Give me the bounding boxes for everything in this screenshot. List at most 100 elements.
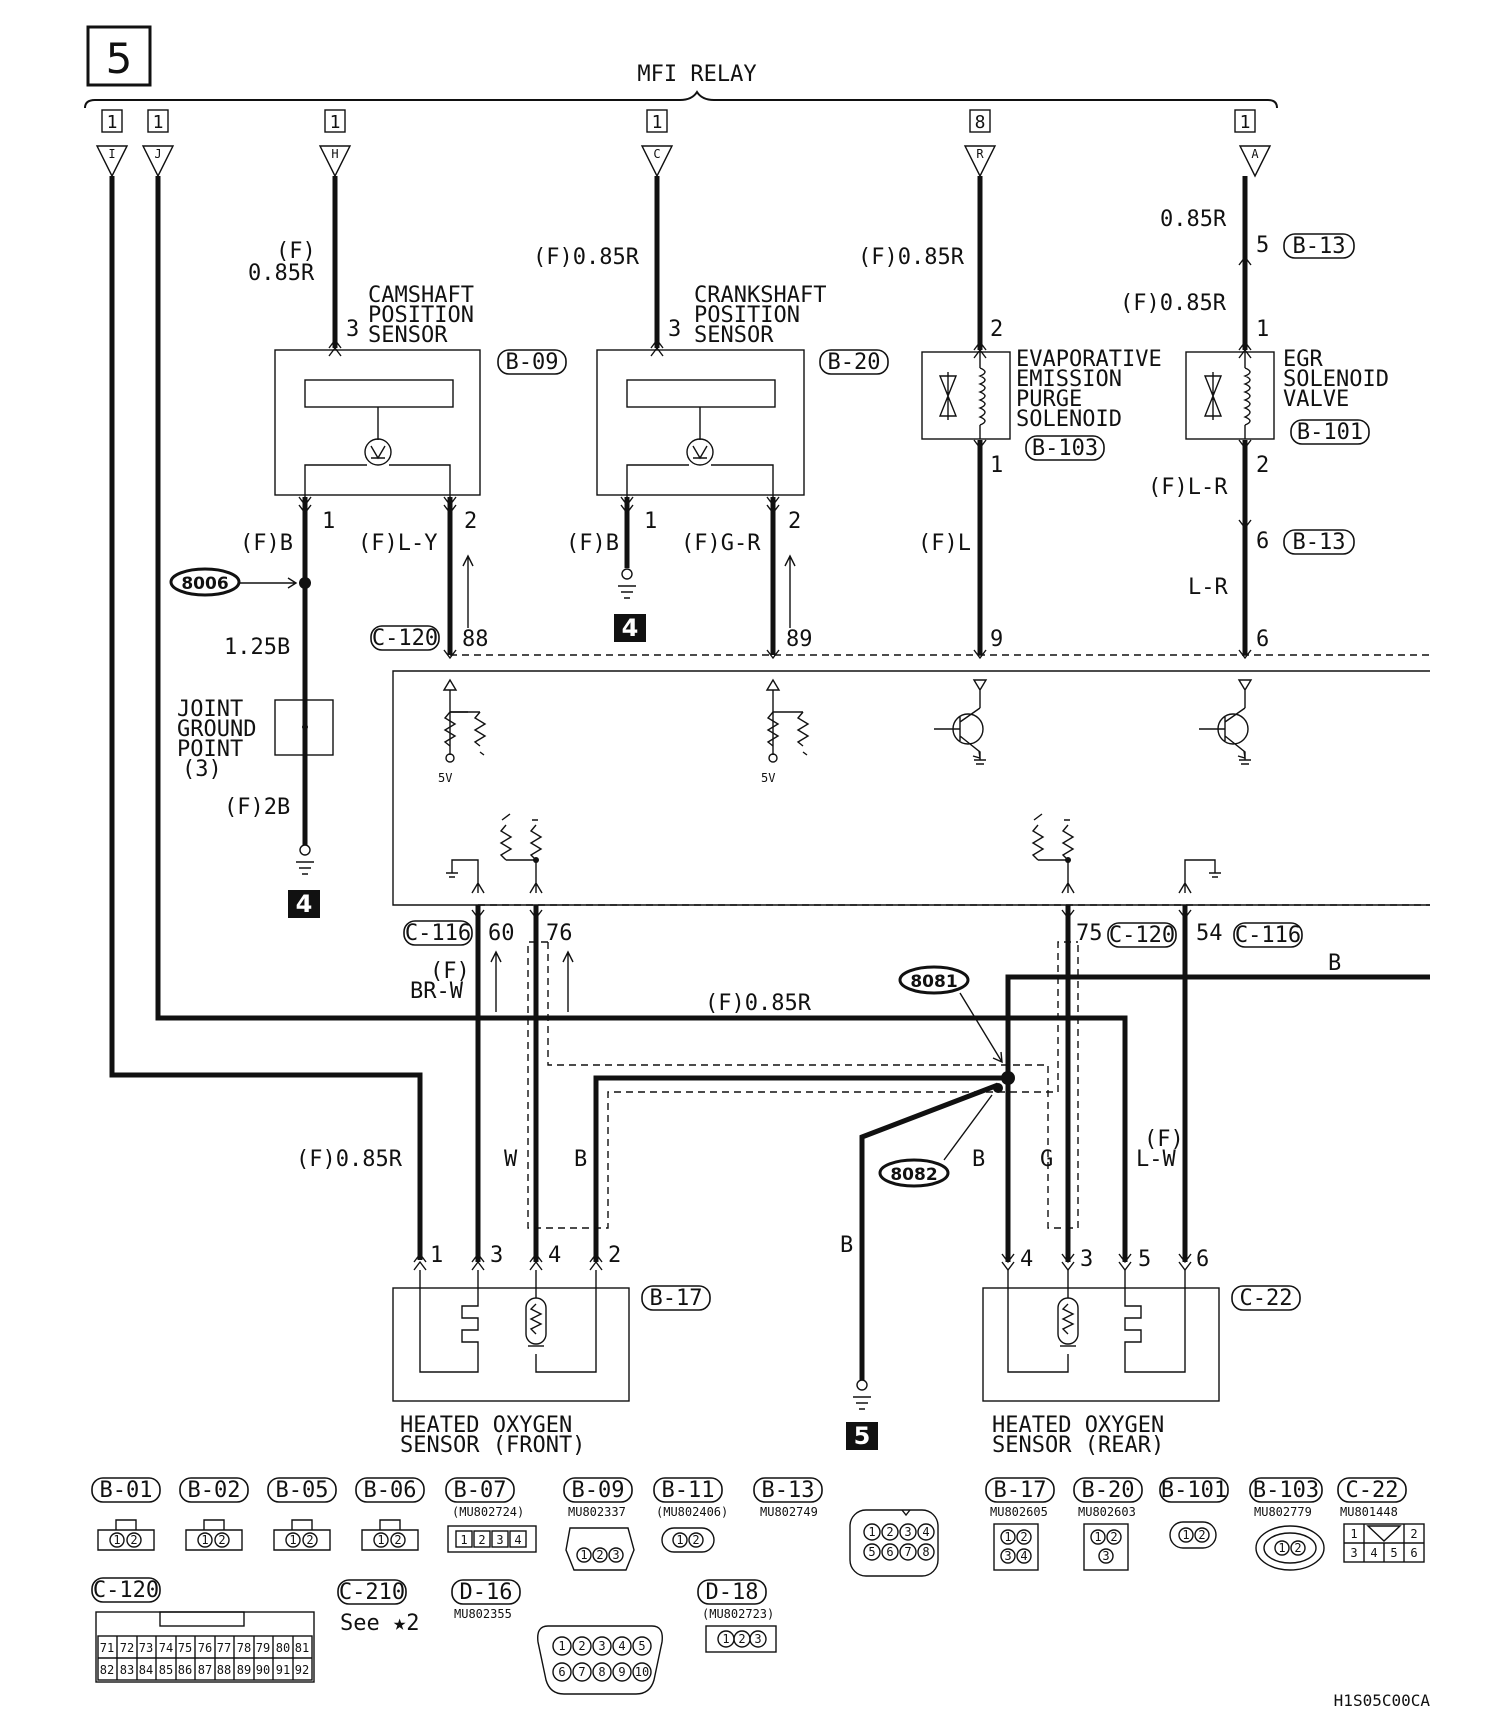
svg-text:MU801448: MU801448 <box>1340 1505 1398 1519</box>
connector-tag-b103: B-103 <box>1025 435 1105 461</box>
svg-text:9: 9 <box>990 627 1003 652</box>
svg-text:2: 2 <box>1020 1530 1027 1544</box>
joint-label-4: (3) <box>182 757 222 782</box>
splice-8082-dot <box>993 1083 1003 1093</box>
svg-text:B-103: B-103 <box>1032 436 1098 461</box>
lbl-front-heater: BR-W <box>410 979 464 1004</box>
splice-8081-label: 8081 <box>910 972 957 992</box>
relay-terminal-group: 1 I 1 J 1 H 1 C 8 R <box>95 109 1272 178</box>
svg-text:5: 5 <box>1138 1247 1151 1272</box>
crank-label-3: SENSOR <box>694 323 774 348</box>
svg-text:C-120: C-120 <box>1109 923 1175 948</box>
svg-text:B-13: B-13 <box>1293 530 1346 555</box>
splice-8006-arrow <box>236 577 298 589</box>
svg-text:MU802337: MU802337 <box>568 1505 626 1519</box>
svg-text:2: 2 <box>608 1243 621 1268</box>
svg-text:78: 78 <box>237 1641 251 1655</box>
svg-text:1: 1 <box>113 1533 120 1547</box>
svg-text:1: 1 <box>868 1525 875 1539</box>
legend-b11: B-11 <box>653 1477 723 1503</box>
svg-text:C-210: C-210 <box>339 1580 405 1605</box>
legend-d18: D-18 <box>697 1579 767 1605</box>
svg-text:B-01: B-01 <box>100 1478 153 1503</box>
svg-text:91: 91 <box>276 1663 290 1677</box>
svg-text:3: 3 <box>1350 1546 1357 1560</box>
svg-text:2: 2 <box>218 1533 225 1547</box>
svg-text:B-17: B-17 <box>994 1478 1047 1503</box>
svg-text:3: 3 <box>346 317 359 342</box>
connector-tag-c116a: C-116 <box>403 920 473 946</box>
connector-legend: B-01 1 2 B-02 1 2 B-05 1 2 B-06 <box>91 1477 1425 1695</box>
svg-text:79: 79 <box>256 1641 270 1655</box>
crankshaft-sensor <box>596 349 805 497</box>
svg-text:MU802355: MU802355 <box>454 1607 512 1621</box>
legend-b101: B-101 <box>1159 1477 1229 1503</box>
evap-label-2: EMISSION <box>1016 367 1122 392</box>
evap-purge-solenoid <box>921 351 1011 440</box>
lbl-front-w: W <box>504 1147 518 1172</box>
relay-terminal-j: 1 J <box>141 109 175 178</box>
svg-text:C: C <box>653 147 660 161</box>
legend-b06-shape <box>361 1519 419 1551</box>
legend-b05-shape <box>273 1519 331 1551</box>
svg-text:75: 75 <box>178 1641 192 1655</box>
ground-ref-3: 5 <box>854 1422 871 1450</box>
evap-label-4: SOLENOID <box>1016 407 1122 432</box>
svg-text:I: I <box>108 147 115 161</box>
legend-c120-cells: 71 72 73 74 75 76 77 78 79 80 81 82 83 8… <box>100 1636 309 1680</box>
connector-tag-b13a: B-13 <box>1283 233 1355 259</box>
svg-text:C-116: C-116 <box>405 921 471 946</box>
connector-tag-b20: B-20 <box>819 349 889 375</box>
wire-front-pin2 <box>593 1075 1005 1262</box>
splice-8081-tag <box>898 965 970 995</box>
svg-text:1: 1 <box>430 1243 443 1268</box>
flow-arrow-3 <box>490 950 502 1012</box>
svg-text:D-16: D-16 <box>460 1580 513 1605</box>
connector-tag-c120a: C-120 <box>370 625 440 651</box>
svg-text:3: 3 <box>1004 1549 1011 1563</box>
flow-arrow-4 <box>562 950 574 1012</box>
joint-ground-point <box>274 699 334 756</box>
legend-b02: B-02 <box>179 1477 249 1503</box>
svg-text:B-05: B-05 <box>276 1478 329 1503</box>
splice-8082-tag <box>878 1158 950 1188</box>
joint-label-2: GROUND <box>177 717 256 742</box>
connector-tag-b09: B-09 <box>497 349 567 375</box>
joint-ground-dot <box>302 724 308 730</box>
svg-text:9: 9 <box>618 1665 625 1679</box>
svg-text:3: 3 <box>612 1548 619 1562</box>
ecu-block: 5V 5V <box>392 670 1430 906</box>
svg-text:2: 2 <box>1294 1541 1301 1555</box>
svg-text:B-103: B-103 <box>1253 1478 1319 1503</box>
svg-text:73: 73 <box>139 1641 153 1655</box>
legend-c210: C-210 <box>337 1579 407 1605</box>
svg-text:6: 6 <box>1410 1546 1417 1560</box>
svg-text:83: 83 <box>120 1663 134 1677</box>
svg-text:1: 1 <box>153 112 164 133</box>
egr-label-1: EGR <box>1283 347 1323 372</box>
svg-text:8: 8 <box>598 1665 605 1679</box>
svg-text:89: 89 <box>237 1663 251 1677</box>
relay-terminal-i: 1 I <box>95 109 129 178</box>
lbl-rear-g: G <box>1040 1147 1053 1172</box>
svg-text:MU802749: MU802749 <box>760 1505 818 1519</box>
svg-text:2: 2 <box>578 1639 585 1653</box>
svg-text:C-116: C-116 <box>1235 923 1301 948</box>
lbl-rear-lw: L-W <box>1136 1147 1176 1172</box>
svg-text:C-22: C-22 <box>1346 1478 1399 1503</box>
svg-text:3: 3 <box>754 1632 761 1646</box>
svg-text:1: 1 <box>1350 1527 1357 1541</box>
rear-o2-label-1: HEATED OXYGEN <box>992 1413 1164 1438</box>
lbl-egr-power: (F)0.85R <box>1120 291 1227 316</box>
shield-top <box>547 942 1079 1229</box>
svg-text:MU802603: MU802603 <box>1078 1505 1136 1519</box>
wire-rear-pin4 <box>1005 974 1430 1262</box>
joint-label-1: JOINT <box>177 697 243 722</box>
flow-arrow-2 <box>784 554 796 628</box>
legend-c120-shape <box>95 1611 315 1683</box>
legend-b103-shape <box>1255 1525 1325 1571</box>
svg-text:2: 2 <box>886 1525 893 1539</box>
legend-d16-shape <box>537 1625 663 1695</box>
svg-text:1: 1 <box>1094 1530 1101 1544</box>
